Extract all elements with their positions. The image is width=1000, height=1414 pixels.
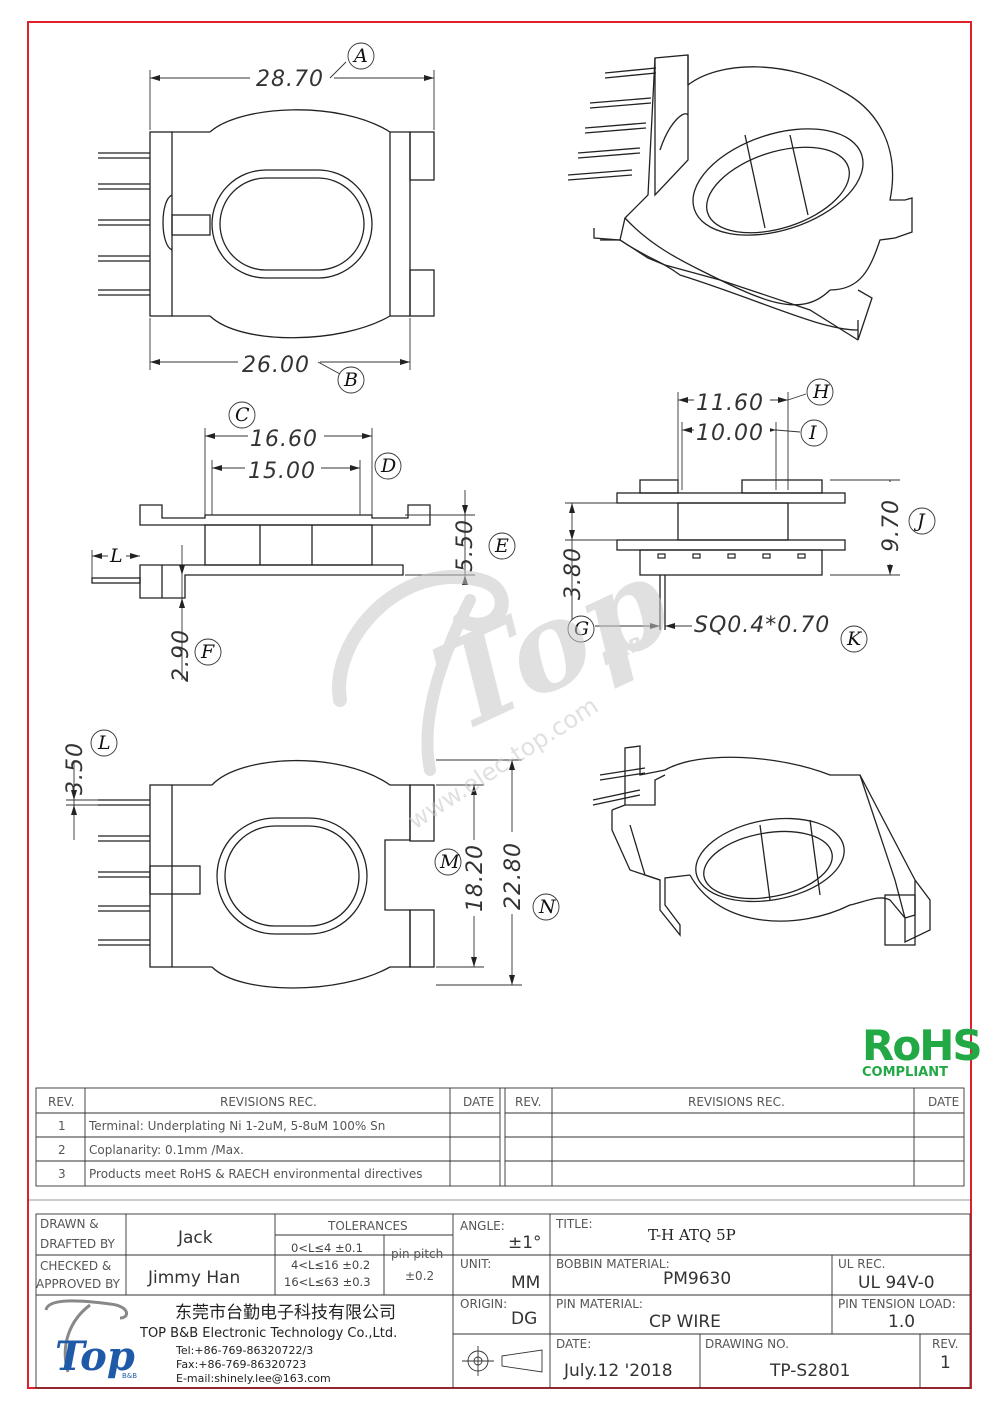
origin-label: ORIGIN:: [460, 1297, 507, 1311]
angle-label: ANGLE:: [460, 1219, 505, 1233]
company-fax: Fax:+86-769-86320723: [176, 1358, 306, 1371]
title-label: TITLE:: [555, 1217, 593, 1231]
rohs-subtitle: COMPLIANT: [862, 1065, 948, 1080]
dim-h-value: 11.60: [696, 391, 764, 416]
dim-l-value: 3.50: [63, 742, 88, 795]
rev-header-left: REV.: [48, 1095, 74, 1109]
angle-value: ±1°: [508, 1233, 542, 1253]
isometric-view-top: [567, 54, 913, 341]
rev-row-3-num: 3: [58, 1167, 66, 1181]
dim-g-value: 3.80: [561, 547, 586, 600]
top-view: 28.70 A 26.00 B: [98, 42, 435, 394]
approved-by-value: Jimmy Han: [147, 1268, 240, 1288]
dim-j-value: 9.70: [879, 499, 904, 552]
revisions-table: REV. REVISIONS REC. DATE REV. REVISIONS …: [35, 1087, 965, 1187]
pin-length-mark: L: [109, 545, 123, 567]
dim-f-letter: F: [200, 641, 215, 663]
rev-row-2-text: Coplanarity: 0.1mm /Max.: [89, 1143, 244, 1157]
checked-label-1: CHECKED &: [40, 1259, 111, 1273]
company-logo: Top B&B: [44, 1299, 137, 1380]
dim-f-value: 2.90: [169, 629, 194, 682]
tolerance-1: 0<L≤4 ±0.1: [291, 1241, 363, 1255]
pin-tension-value: 1.0: [888, 1312, 915, 1332]
tolerance-2: 4<L≤16 ±0.2: [291, 1258, 370, 1272]
ul-rec-label: UL REC.: [838, 1257, 885, 1271]
origin-value: DG: [511, 1309, 537, 1329]
rev-header-right: REV.: [515, 1095, 541, 1109]
dim-k-value: SQ0.4*0.70: [694, 613, 830, 638]
company-tel: Tel:+86-769-86320722/3: [175, 1344, 313, 1357]
company-logo-text: Top: [55, 1333, 135, 1380]
dim-n-value: 22.80: [501, 842, 526, 910]
dim-a-letter: A: [352, 45, 368, 67]
drawing-no-value: TP-S2801: [769, 1361, 850, 1381]
tolerance-3: 16<L≤63 ±0.3: [284, 1275, 371, 1289]
pin-pitch-value: ±0.2: [405, 1269, 434, 1283]
dim-k-letter: K: [846, 628, 863, 650]
watermark: Top B&B www.elec-top.com: [332, 530, 690, 835]
dim-i-value: 10.00: [696, 421, 764, 446]
drawing-no-label: DRAWING NO.: [705, 1337, 789, 1351]
side-view: 16.60 C 15.00 D 5.50 E 2.90 F: [91, 401, 516, 682]
dim-l-letter: L: [97, 732, 111, 754]
isometric-view-bottom: [592, 745, 931, 946]
dim-g-letter: G: [574, 618, 589, 640]
dim-e-value: 5.50: [453, 519, 478, 572]
rev-row-1-num: 1: [58, 1119, 66, 1133]
rev-value: 1: [940, 1353, 951, 1373]
company-name-cn: 东莞市台勤电子科技有限公司: [175, 1303, 396, 1323]
end-view: 11.60 H 10.00 I 9.70 J 3.80 G: [561, 378, 936, 653]
pin-material-label: PIN MATERIAL:: [556, 1297, 643, 1311]
tolerances-label: TOLERANCES: [327, 1219, 408, 1233]
pin-material-value: CP WIRE: [649, 1312, 721, 1332]
rohs-badge: RoHS COMPLIANT: [862, 1021, 983, 1080]
dim-d-letter: D: [380, 455, 396, 477]
rec-header-right: REVISIONS REC.: [688, 1095, 785, 1109]
rev-row-3-text: Products meet RoHS & RAECH environmental…: [89, 1167, 423, 1181]
date-label: DATE:: [556, 1337, 591, 1351]
unit-label: UNIT:: [460, 1257, 491, 1271]
dim-a-value: 28.70: [256, 67, 324, 92]
company-email: E-mail:shinely.lee@163.com: [176, 1372, 331, 1385]
rev-row-1-text: Terminal: Underplating Ni 1-2uM, 5-8uM 1…: [88, 1119, 385, 1133]
rec-header-left: REVISIONS REC.: [220, 1095, 317, 1109]
dim-j-letter: J: [913, 510, 926, 532]
dim-m-value: 18.20: [463, 844, 488, 912]
date-header-left: DATE: [463, 1095, 494, 1109]
pin-pitch-label: pin pitch: [391, 1247, 443, 1261]
bobbin-material-value: PM9630: [663, 1269, 731, 1289]
company-name-en: TOP B&B Electronic Technology Co.,Ltd.: [139, 1326, 397, 1341]
unit-value: MM: [511, 1273, 540, 1293]
rev-label: REV.: [932, 1337, 958, 1351]
drawn-label-2: DRAFTED BY: [40, 1237, 116, 1251]
title-value: T-H ATQ 5P: [648, 1226, 736, 1244]
bobbin-material-label: BOBBIN MATERIAL:: [556, 1257, 670, 1271]
company-logo-sub: B&B: [122, 1372, 137, 1380]
dim-d-value: 15.00: [248, 459, 316, 484]
rev-row-2-num: 2: [58, 1143, 66, 1157]
rohs-title: RoHS: [862, 1021, 981, 1070]
ul-rec-value: UL 94V-0: [858, 1273, 935, 1293]
projection-symbol-icon: [462, 1346, 543, 1376]
title-block: DRAWN & DRAFTED BY Jack CHECKED & APPROV…: [28, 1199, 971, 1389]
dim-e-letter: E: [494, 535, 509, 557]
dim-i-letter: I: [808, 422, 817, 444]
dim-b-letter: B: [343, 369, 358, 391]
pin-tension-label: PIN TENSION LOAD:: [838, 1297, 956, 1311]
dim-b-value: 26.00: [242, 353, 310, 378]
checked-label-2: APPROVED BY: [36, 1277, 121, 1291]
dim-h-letter: H: [812, 381, 830, 403]
dim-m-letter: M: [439, 851, 460, 873]
bottom-view: 3.50 L 18.20 M 22.80 N: [63, 729, 560, 989]
drawn-by-value: Jack: [177, 1228, 213, 1248]
dim-n-letter: N: [538, 896, 557, 918]
dim-c-value: 16.60: [250, 427, 318, 452]
date-value: July.12 '2018: [563, 1361, 673, 1381]
dim-c-letter: C: [235, 404, 250, 426]
drawn-label-1: DRAWN &: [40, 1217, 99, 1231]
date-header-right: DATE: [928, 1095, 959, 1109]
